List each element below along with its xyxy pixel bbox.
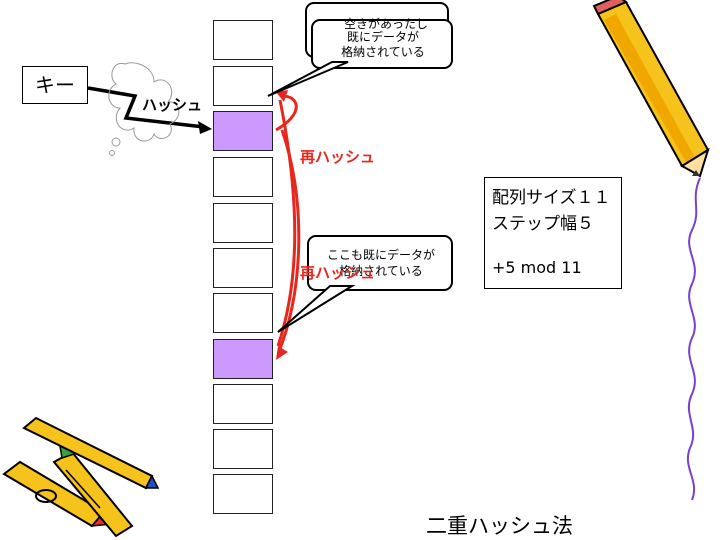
info-array-size: 配列サイズ１１ xyxy=(492,183,611,208)
crayons-icon xyxy=(4,418,158,536)
page-title: 二重ハッシュ法 xyxy=(426,510,573,540)
key-box: キー xyxy=(22,66,88,104)
callout-top-front-line1: 既にデータが xyxy=(314,30,452,44)
info-formula: +5 mod 11 xyxy=(492,258,582,277)
callout-top-front-line2: 格納されている xyxy=(314,45,452,59)
callout-top-back-text: 空きがあったし xyxy=(322,17,450,31)
callout-top-tail xyxy=(268,62,348,96)
callout-mid-line1: ここも既にデータが xyxy=(310,248,452,262)
hash-label: ハッシュ xyxy=(142,94,202,115)
info-step-width: ステップ幅５ xyxy=(492,209,594,234)
pencil-icon xyxy=(594,0,708,176)
wavy-line xyxy=(688,178,700,500)
rehash-arrow-3-head xyxy=(276,346,288,360)
hash-arrow-head xyxy=(198,121,212,134)
rehash-label-2: 再ハッシュ xyxy=(300,262,375,283)
rehash-label-1: 再ハッシュ xyxy=(300,146,375,167)
